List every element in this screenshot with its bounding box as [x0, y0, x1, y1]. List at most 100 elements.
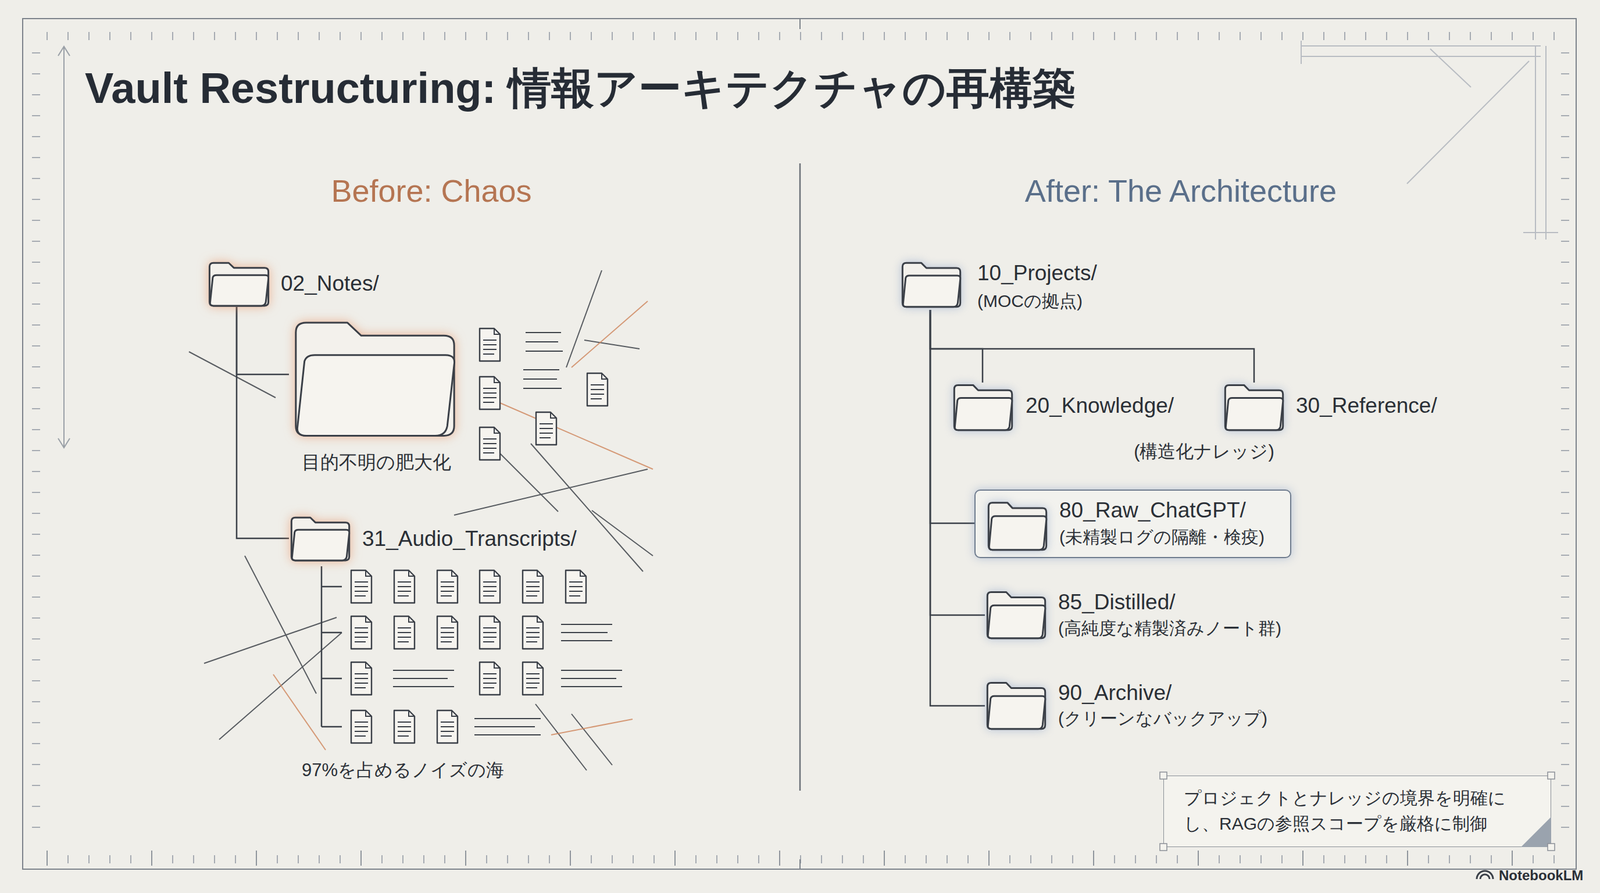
folder-name: 85_Distilled/ — [1058, 589, 1176, 616]
ruler-ticks — [1561, 52, 1570, 844]
note-box: プロジェクトとナレッジの境界を明確にし、RAGの参照スコープを厳格に制御 — [1163, 775, 1552, 848]
folder-node: 02_Notes/ — [206, 260, 417, 307]
chaos-line — [535, 704, 587, 771]
folder-back — [987, 683, 1045, 730]
folder-back — [291, 517, 349, 561]
file-icon — [437, 570, 458, 603]
folder-icon — [288, 316, 462, 439]
tree-connector — [236, 306, 289, 539]
chaos-line — [500, 402, 653, 470]
folder-back — [209, 262, 269, 306]
file-icon — [437, 710, 458, 744]
file-icon — [479, 328, 500, 362]
corner-handle — [1547, 772, 1555, 780]
column-heading: After: The Architecture — [1006, 172, 1356, 210]
folder-back — [902, 262, 960, 307]
notebooklm-logo — [1476, 870, 1494, 880]
file-icon — [437, 616, 458, 649]
folder-back — [1225, 384, 1283, 430]
folder-front — [987, 695, 1046, 730]
folder-back — [954, 384, 1012, 430]
folder-node: 目的不明の肥大化 — [288, 316, 464, 480]
file-icon — [394, 570, 415, 603]
note-fold-corner — [1520, 816, 1552, 848]
folder-front — [902, 275, 961, 307]
folder-node: 31_Audio_Transcripts/ — [288, 515, 563, 562]
file-icon — [479, 616, 500, 649]
folder-front — [209, 275, 269, 306]
ruler-ticks — [46, 850, 1564, 866]
folder-icon — [206, 260, 271, 307]
file-icon — [351, 570, 372, 603]
frame-tick — [799, 18, 801, 30]
folder-icon — [288, 515, 352, 562]
file-icon — [522, 662, 544, 695]
folder-name: 02_Notes/ — [280, 270, 380, 297]
file-icon — [479, 427, 500, 460]
folder-icon — [984, 589, 1048, 640]
chaos-line — [219, 632, 342, 740]
chaos-line — [530, 443, 644, 572]
column-divider — [799, 163, 802, 791]
folder-icon — [951, 382, 1015, 432]
frame-tick — [799, 859, 801, 870]
folder-back — [988, 502, 1046, 550]
file-tree-lines — [321, 566, 342, 727]
folder-description: (高純度な精製済みノート群) — [1058, 618, 1282, 639]
folder-name: 20_Knowledge/ — [1025, 393, 1174, 419]
chaos-line — [500, 453, 559, 512]
folder-description: (MOCの拠点) — [977, 290, 1083, 312]
folder-name: 10_Projects/ — [977, 260, 1098, 287]
file-icon — [565, 570, 587, 603]
folder-name: 31_Audio_Transcripts/ — [362, 526, 577, 552]
ruler-ticks — [46, 855, 1564, 864]
folder-description: (クリーンなバックアップ) — [1058, 708, 1268, 730]
chaos-line — [204, 617, 337, 664]
file-icon — [522, 616, 544, 649]
folder-name: 90_Archive/ — [1058, 680, 1172, 706]
folder-front — [987, 605, 1046, 639]
folder-node: 30_Reference/ — [1222, 382, 1438, 432]
dimension-arrow — [58, 46, 70, 448]
folder-icon — [986, 500, 1049, 552]
tree-connector — [930, 309, 983, 383]
annotation: 97%を占めるノイズの海 — [257, 759, 549, 781]
folder-front — [954, 398, 1013, 431]
blueprint-corner — [1301, 40, 1559, 240]
folder-front — [1225, 398, 1284, 431]
highlight-folder-box: 80_Raw_ChatGPT/(未精製ログの隔離・検疫) — [974, 489, 1292, 559]
file-icon — [351, 662, 372, 695]
chaos-line — [551, 719, 633, 735]
chaos-lines-accent — [273, 301, 653, 750]
corner-handle — [1547, 843, 1555, 851]
folder-front — [297, 355, 455, 437]
folder-node: 90_Archive/(クリーンなバックアップ) — [984, 680, 1311, 732]
folder-back — [295, 322, 455, 436]
file-icon — [394, 616, 415, 649]
file-icon — [479, 662, 500, 695]
tree-connector — [930, 309, 1255, 383]
chaos-line — [591, 510, 653, 556]
folder-name: 80_Raw_ChatGPT/ — [1059, 497, 1246, 524]
file-icon — [587, 373, 608, 406]
annotation: (構造化ナレッジ) — [1087, 440, 1321, 463]
dimension-line — [63, 46, 65, 448]
chaos-line — [273, 674, 326, 750]
folder-icon — [984, 680, 1048, 731]
corner-handle — [1159, 772, 1167, 780]
folder-icon — [900, 260, 963, 309]
chaos-lines — [188, 270, 653, 771]
chaos-line — [454, 469, 648, 516]
tree-connector — [236, 306, 289, 375]
folder-front — [988, 516, 1047, 550]
chaos-line — [584, 340, 640, 349]
folder-node: 85_Distilled/(高純度な精製済みノート群) — [984, 589, 1311, 642]
note-text: プロジェクトとナレッジの境界を明確にし、RAGの参照スコープを厳格に制御 — [1183, 785, 1507, 837]
diagram-title: Vault Restructuring: 情報アーキテクチャの再構築 — [84, 62, 1076, 115]
file-icon — [479, 570, 500, 603]
folder-name: 30_Reference/ — [1295, 393, 1438, 419]
file-icon — [394, 710, 415, 744]
file-icon — [536, 412, 557, 445]
